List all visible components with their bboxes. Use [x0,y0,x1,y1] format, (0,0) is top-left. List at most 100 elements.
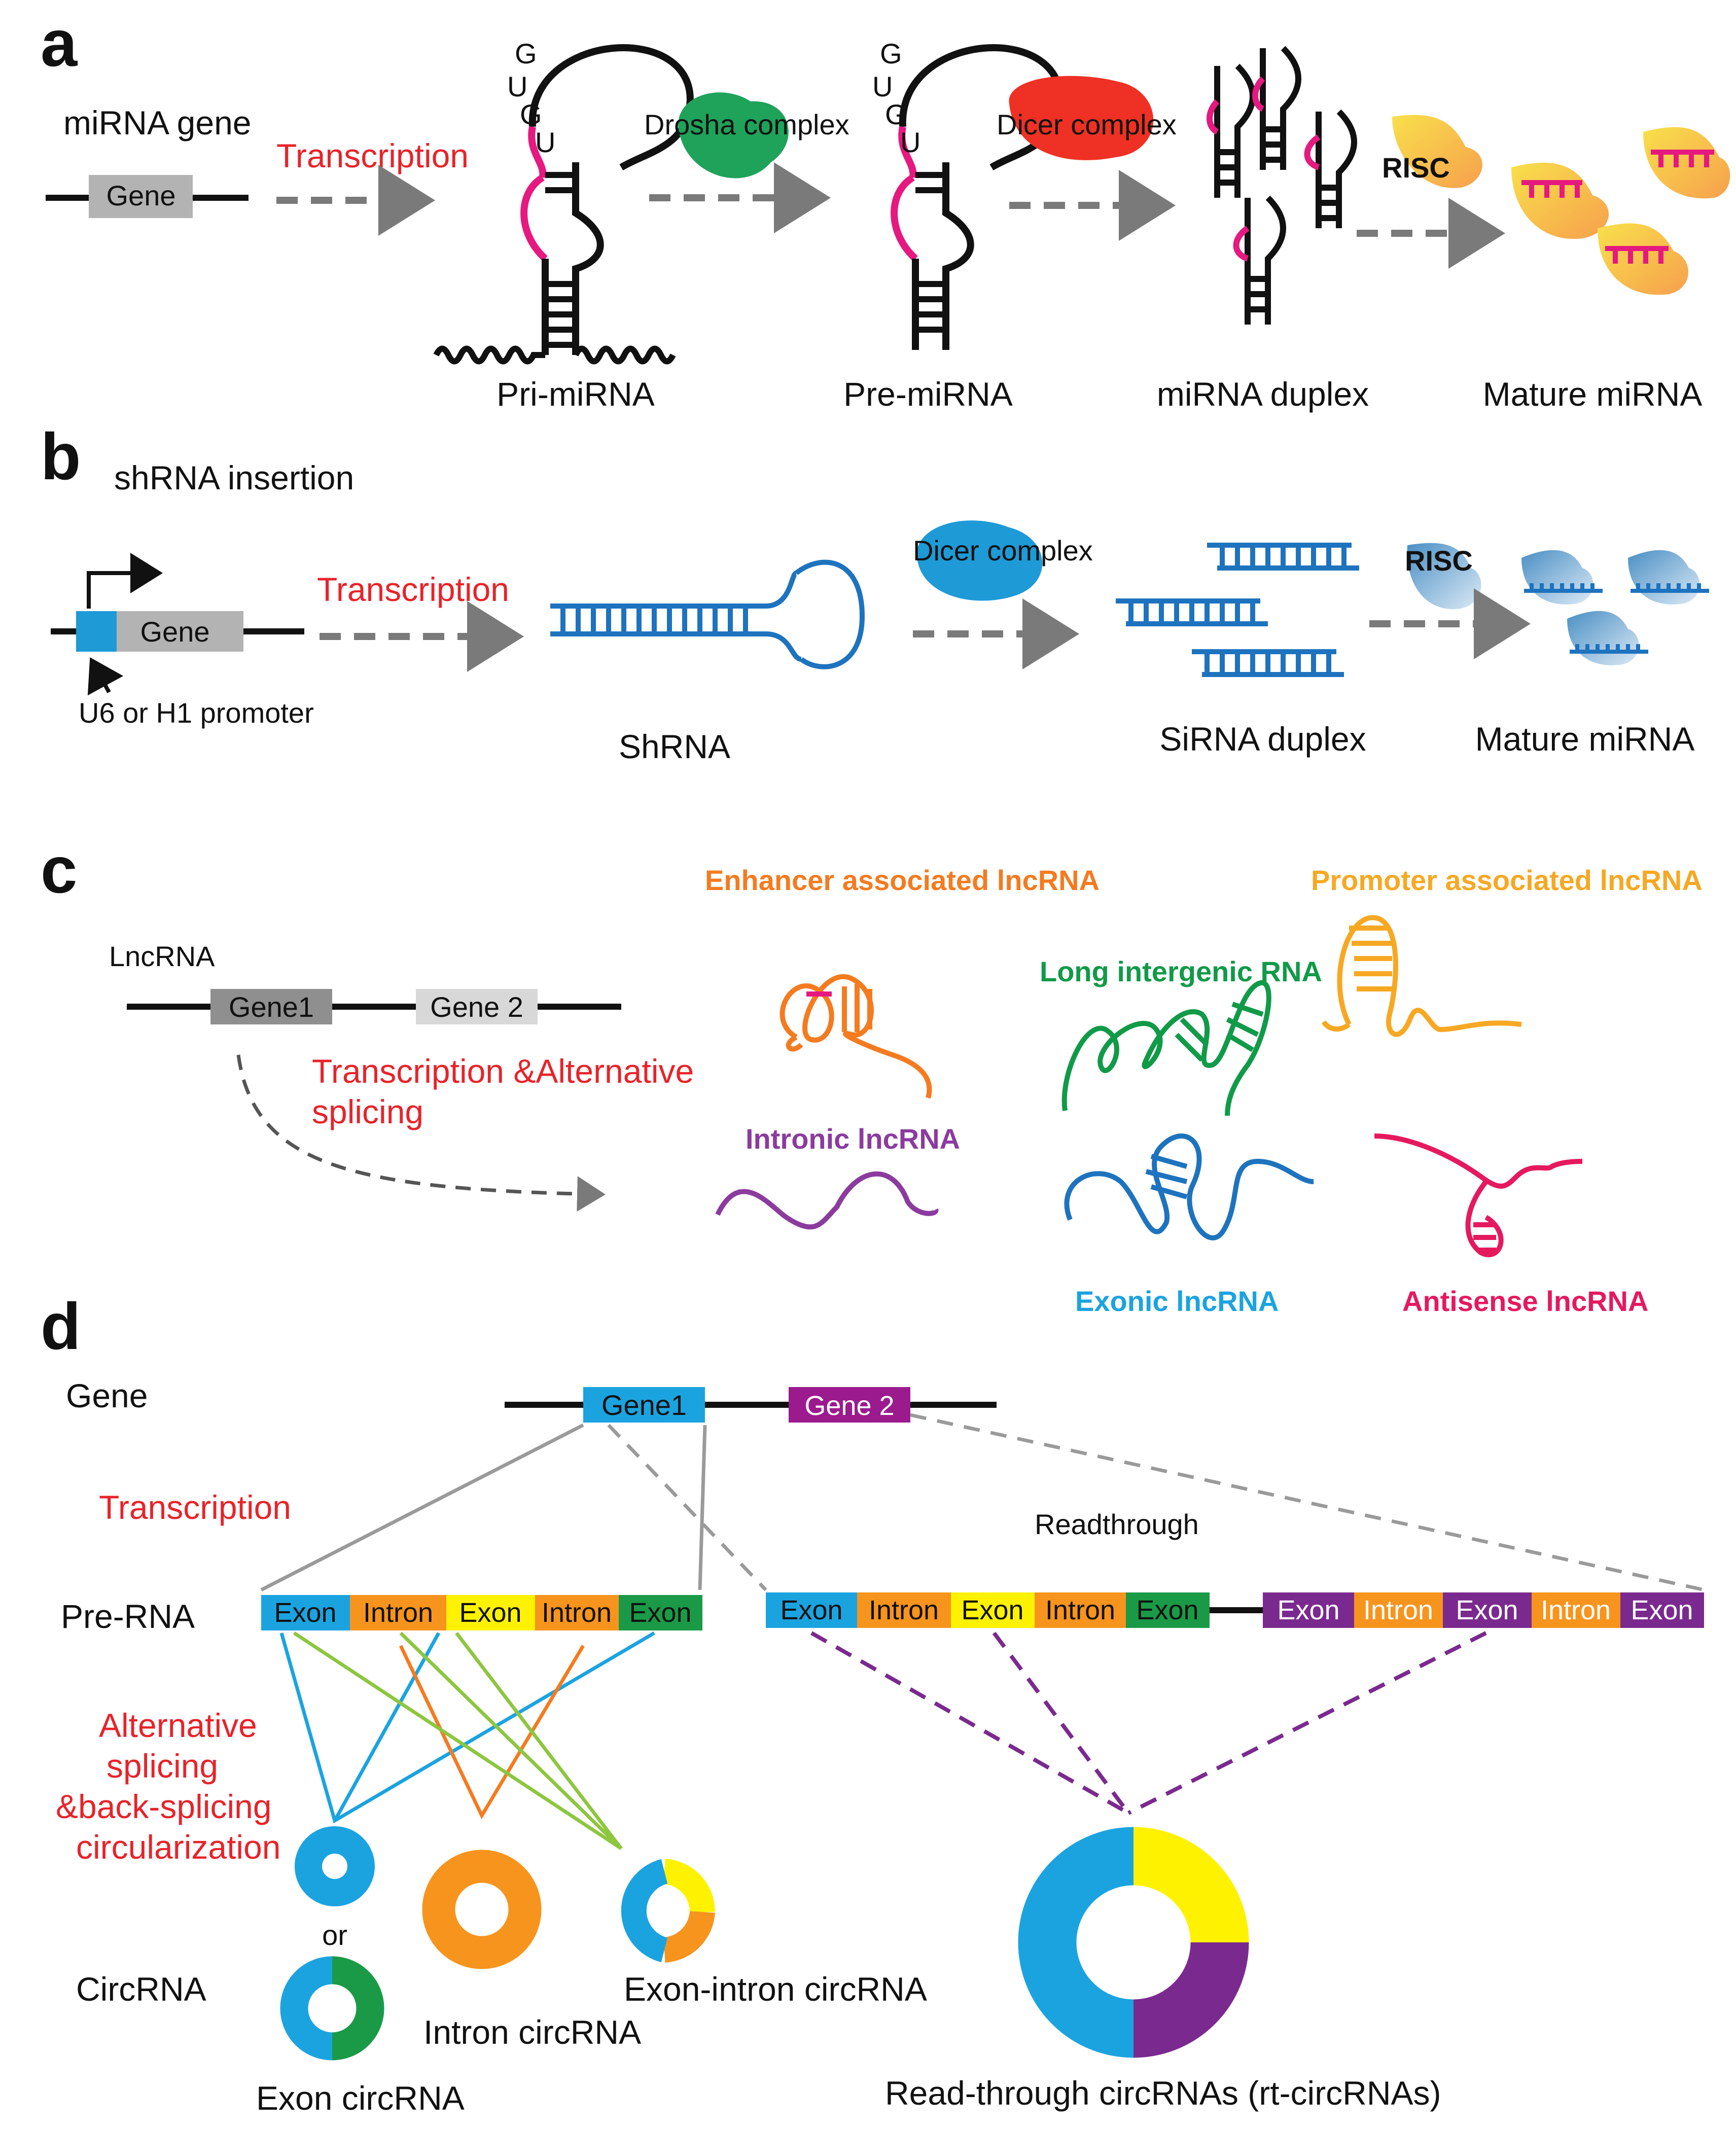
d-readthrough-label: Readthrough [1035,1508,1199,1540]
intron-circrna-ring [422,1850,542,1969]
exonic-lncrna-shape [1064,1133,1314,1240]
stage-sirna-duplex: SiRNA duplex [1159,720,1366,758]
lncrna-title: LncRNA [109,940,215,972]
drosha-complex-blob [678,92,789,179]
d-circrna-label: CircRNA [76,1970,206,2008]
stage-pre-mirna: Pre-miRNA [843,375,1013,413]
d-connector-readthrough-right [910,1413,1705,1592]
mirna-duplex-group [1207,46,1357,325]
mature-mirna-a-group [1511,127,1730,295]
dicer-label-a: Dicer complex [997,109,1177,140]
stage-mature-mirna-a: Mature miRNA [1483,375,1703,413]
d-splicing-line4: circularization [76,1828,280,1866]
panel-letter-b: b [41,419,81,493]
exon-circrna-ring [280,1956,384,2061]
shrna-gene-box [117,611,243,652]
pre-loop-letter-1: G [880,38,902,69]
dicer-blob-b [916,520,1043,601]
promoter-box [76,611,117,652]
stage-mirna-duplex: miRNA duplex [1157,375,1369,413]
d-connector-left [260,1423,584,1592]
exon-intron-circrna-label: Exon-intron circRNA [624,1970,927,2008]
d-splicing-line1: Alternative [99,1707,257,1744]
rt-seg-3: Exon [961,1595,1023,1625]
rt-seg-5: Exon [1136,1595,1198,1625]
d-gene2-label: Gene 2 [804,1391,894,1421]
panel-d: d Gene Gene1 Gene 2 Transcription Readth… [41,1289,1705,2117]
intron-circrna-label: Intron circRNA [423,2013,641,2051]
pre-loop-letter-2: U [872,70,893,102]
loop-letter-4: U [535,126,555,158]
or-label: or [322,1919,347,1951]
pre-seg-2: Intron [363,1598,433,1628]
sirna-duplex-group [1116,543,1359,677]
loop-letter-2: U [507,70,527,102]
mirna-gene-title: miRNA gene [63,104,252,141]
pre-seg-3: Exon [459,1598,521,1628]
shrna-title: shRNA insertion [114,459,354,496]
rt-seg-2: Intron [869,1595,939,1625]
d-pre-rna-label: Pre-RNA [61,1598,195,1635]
lnc-process-line1: Transcription &Alternative [312,1052,694,1090]
lnc-gene2-label: Gene 2 [430,991,523,1023]
stage-pri-mirna: Pri-miRNA [497,375,655,413]
gene-box-label: Gene [107,180,176,211]
stage-mature-mirna-b: Mature miRNA [1475,720,1695,758]
risc-label-a: RISC [1382,152,1450,184]
intronic-lncrna-label: Intronic lncRNA [746,1123,960,1155]
lnc-gene2-box [416,989,538,1024]
drosha-label: Drosha complex [644,109,849,140]
panel-b: b shRNA insertion Gene U6 or H1 promoter… [41,419,1709,765]
d-splicing-line3: &back-splicing [56,1788,272,1825]
d-transcription-label: Transcription [99,1488,291,1526]
pre-seg-5: Exon [629,1598,691,1628]
d-connector-right [698,1425,707,1590]
risc-label-b: RISC [1405,545,1473,577]
antisense-lncrna-label: Antisense lncRNA [1402,1285,1648,1317]
d-gene-label: Gene [66,1377,148,1414]
promoter-label: U6 or H1 promoter [79,697,314,729]
intergenic-lncrna-label: Long intergenic RNA [1040,955,1322,987]
pre-rna-segments: Exon Intron Exon Intron Exon [261,1595,702,1630]
small-exon-circrna [295,1826,375,1906]
rt-seg-10: Exon [1631,1595,1693,1625]
tss-arrow [87,553,163,609]
risc-blob-a [1392,115,1482,188]
promoter-lncrna-shape [1321,915,1522,1037]
lnc-gene1-label: Gene1 [229,991,314,1023]
intergenic-lncrna-shape [1061,980,1271,1116]
promoter-pointer [87,657,124,696]
stage-shrna: ShRNA [619,728,730,765]
shrna-gene-label: Gene [140,616,210,648]
transcription-label-a: Transcription [276,137,469,174]
lnc-gene1-box [210,989,332,1024]
rt-seg-4: Intron [1045,1595,1115,1625]
dicer-label-b: Dicer complex [913,535,1093,566]
panel-letter-c: c [41,833,77,907]
pre-loop-letter-4: U [900,126,920,158]
antisense-lncrna-shape [1374,1133,1583,1257]
rt-seg-1: Exon [780,1595,842,1625]
rt-seg-8: Exon [1456,1595,1518,1625]
rt-seg-7: Intron [1363,1595,1433,1625]
panel-c: c LncRNA Gene1 Gene 2 Transcription &Alt… [41,833,1703,1317]
d-gene1-box [583,1387,705,1423]
exonic-lncrna-label: Exonic lncRNA [1075,1285,1279,1317]
lnc-process-line2: splicing [312,1093,423,1130]
risc-blob-b [1407,543,1481,610]
lnc-process-arrow [236,1054,606,1212]
exon-intron-circrna-ring [621,1859,716,1963]
readthrough-segments: Exon Intron Exon Intron Exon Exon Intron… [766,1592,1704,1628]
readthrough-circrna-ring [1018,1827,1249,2058]
rt-seg-9: Intron [1541,1595,1611,1625]
pre-mirna-structure: G U G U [872,38,1064,350]
readthrough-connectors [810,1631,1487,1815]
splicing-connectors [279,1631,655,1850]
panel-letter-d: d [41,1289,81,1363]
promoter-lncrna-label: Promoter associated lncRNA [1311,864,1703,896]
shrna-hairpin [550,559,865,669]
pre-loop-letter-3: G [885,98,907,130]
gene-box [89,175,193,218]
pre-seg-4: Intron [542,1598,612,1628]
